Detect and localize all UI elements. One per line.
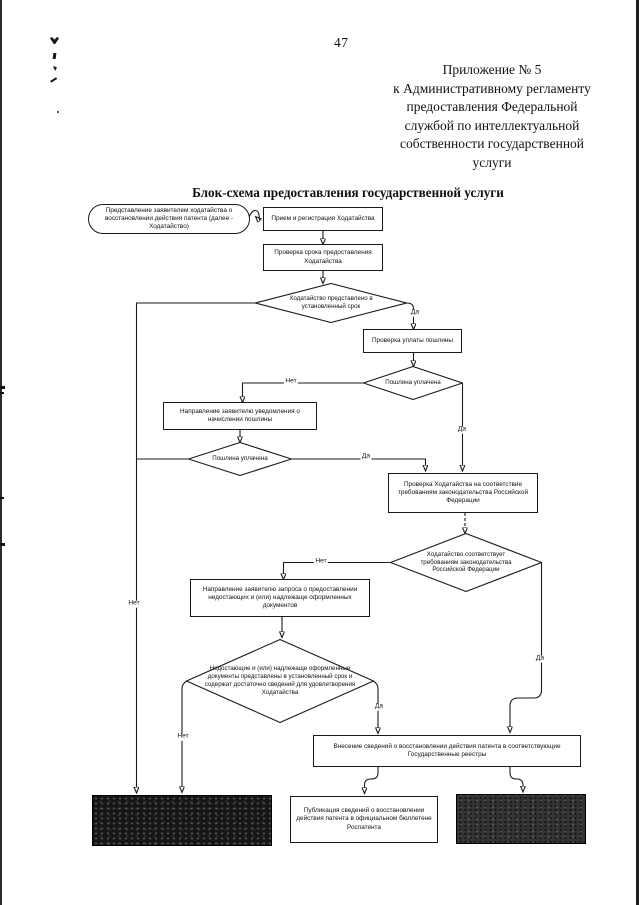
flow-node-request-label: Направление заявителю запроса о предоста… — [202, 585, 358, 610]
redacted-end-node-left — [92, 795, 272, 846]
edge-label-yes: Да — [456, 425, 468, 434]
diamond-shape — [390, 533, 542, 592]
flow-node-start: Представление заявителем ходатайства о в… — [88, 204, 250, 234]
flow-node-d-law: Ходатайство соответствует требованиям за… — [390, 533, 542, 592]
flow-node-check-fee-label: Проверка уплаты пошлины — [371, 336, 454, 344]
appendix-line: предоставления Федеральной — [406, 99, 578, 115]
appendix-line: к Административному регламенту — [393, 80, 591, 96]
flow-node-register: Внесение сведений о восстановлении дейст… — [313, 735, 581, 767]
flow-node-d-docs: Недостающие и (или) надлежаще оформленны… — [186, 639, 374, 723]
flow-node-d-fee1-label: Пошлина уплачена — [385, 379, 441, 387]
flow-node-publish-label: Публикация сведений о восстановлении дей… — [296, 807, 432, 831]
flow-node-check-law: Проверка Ходатайства на соответствие тре… — [388, 473, 538, 513]
scan-tick — [0, 543, 5, 546]
diamond-shape — [186, 639, 374, 723]
appendix-line: собственности государственной — [399, 136, 585, 152]
flow-node-receive: Прием и регистрация Ходатайства — [263, 207, 383, 231]
edge-dfee1-no — [243, 382, 363, 397]
left-scan-edge — [0, 0, 2, 905]
appendix-line: услуги — [472, 154, 512, 170]
scan-artifact — [50, 37, 59, 44]
edge-register-publish — [365, 767, 379, 788]
diamond-shape — [188, 442, 292, 476]
edge-dfee2-yes — [292, 458, 426, 466]
edge-dlaw-no — [284, 561, 390, 575]
scan-artifact — [53, 66, 57, 71]
flow-node-d-term-label: Ходатайство представлено в установленный… — [289, 295, 373, 310]
flow-node-receive-label: Прием и регистрация Ходатайства — [271, 214, 375, 222]
flow-node-check-term-label: Проверка срока предоставления Ходатайств… — [274, 249, 372, 265]
redacted-end-node-right — [456, 794, 586, 844]
flow-node-check-law-label: Проверка Ходатайства на соответствие тре… — [397, 480, 529, 505]
flow-node-request: Направление заявителю запроса о предоста… — [190, 579, 370, 617]
flow-node-d-fee2-label: Пошлина уплачена — [212, 455, 268, 463]
flow-node-d-docs-label: Недостающие и (или) надлежаще оформленны… — [204, 665, 356, 696]
edge-start-receive — [248, 209, 260, 220]
scan-tick — [0, 497, 4, 499]
edge-label-no: Нет — [175, 732, 191, 741]
edge-label-no: Нет — [126, 599, 142, 608]
flow-node-d-law-label: Ходатайство соответствует требованиям за… — [420, 550, 512, 574]
scan-artifact — [52, 52, 57, 60]
flow-node-check-fee: Проверка уплаты пошлины — [363, 329, 462, 353]
edge-label-yes: Да — [534, 654, 546, 663]
appendix-heading: Приложение № 5 к Административному регла… — [346, 61, 638, 173]
scan-speck — [57, 111, 59, 113]
flow-node-d-fee2: Пошлина уплачена — [188, 442, 292, 476]
diamond-shape — [363, 366, 463, 400]
page-number: 47 — [334, 35, 349, 50]
flow-node-notify: Направление заявителю уведомления о начи… — [163, 402, 317, 430]
scan-artifact — [50, 77, 57, 83]
flow-node-check-term: Проверка срока предоставления Ходатайств… — [263, 244, 383, 271]
edge-label-no: Нет — [283, 377, 299, 386]
flow-node-publish: Публикация сведений о восстановлении дей… — [290, 796, 438, 843]
flowchart-title: Блок-схема предоставления государственно… — [192, 185, 504, 200]
flow-node-d-term: Ходатайство представлено в установленный… — [255, 283, 407, 323]
edge-register-dark — [509, 767, 523, 787]
appendix-line: Приложение № 5 — [442, 62, 542, 77]
edge-label-no: Нет — [313, 557, 329, 566]
appendix-line: службой по интеллектуальной — [404, 117, 580, 133]
scan-tick — [0, 386, 5, 389]
edge-label-yes: Да — [373, 702, 385, 711]
edge-label-yes: Да — [409, 308, 421, 317]
edge-label-yes: Да — [360, 452, 372, 461]
right-scan-edge — [636, 0, 639, 905]
scan-tick — [0, 392, 4, 394]
flow-node-register-label: Внесение сведений о восстановлении дейст… — [333, 742, 561, 758]
diamond-shape — [255, 283, 407, 323]
flow-node-d-fee1: Пошлина уплачена — [363, 366, 463, 400]
flow-node-notify-label: Направление заявителю уведомления о начи… — [180, 407, 300, 423]
flow-node-start-label: Представление заявителем ходатайства о в… — [104, 206, 234, 231]
